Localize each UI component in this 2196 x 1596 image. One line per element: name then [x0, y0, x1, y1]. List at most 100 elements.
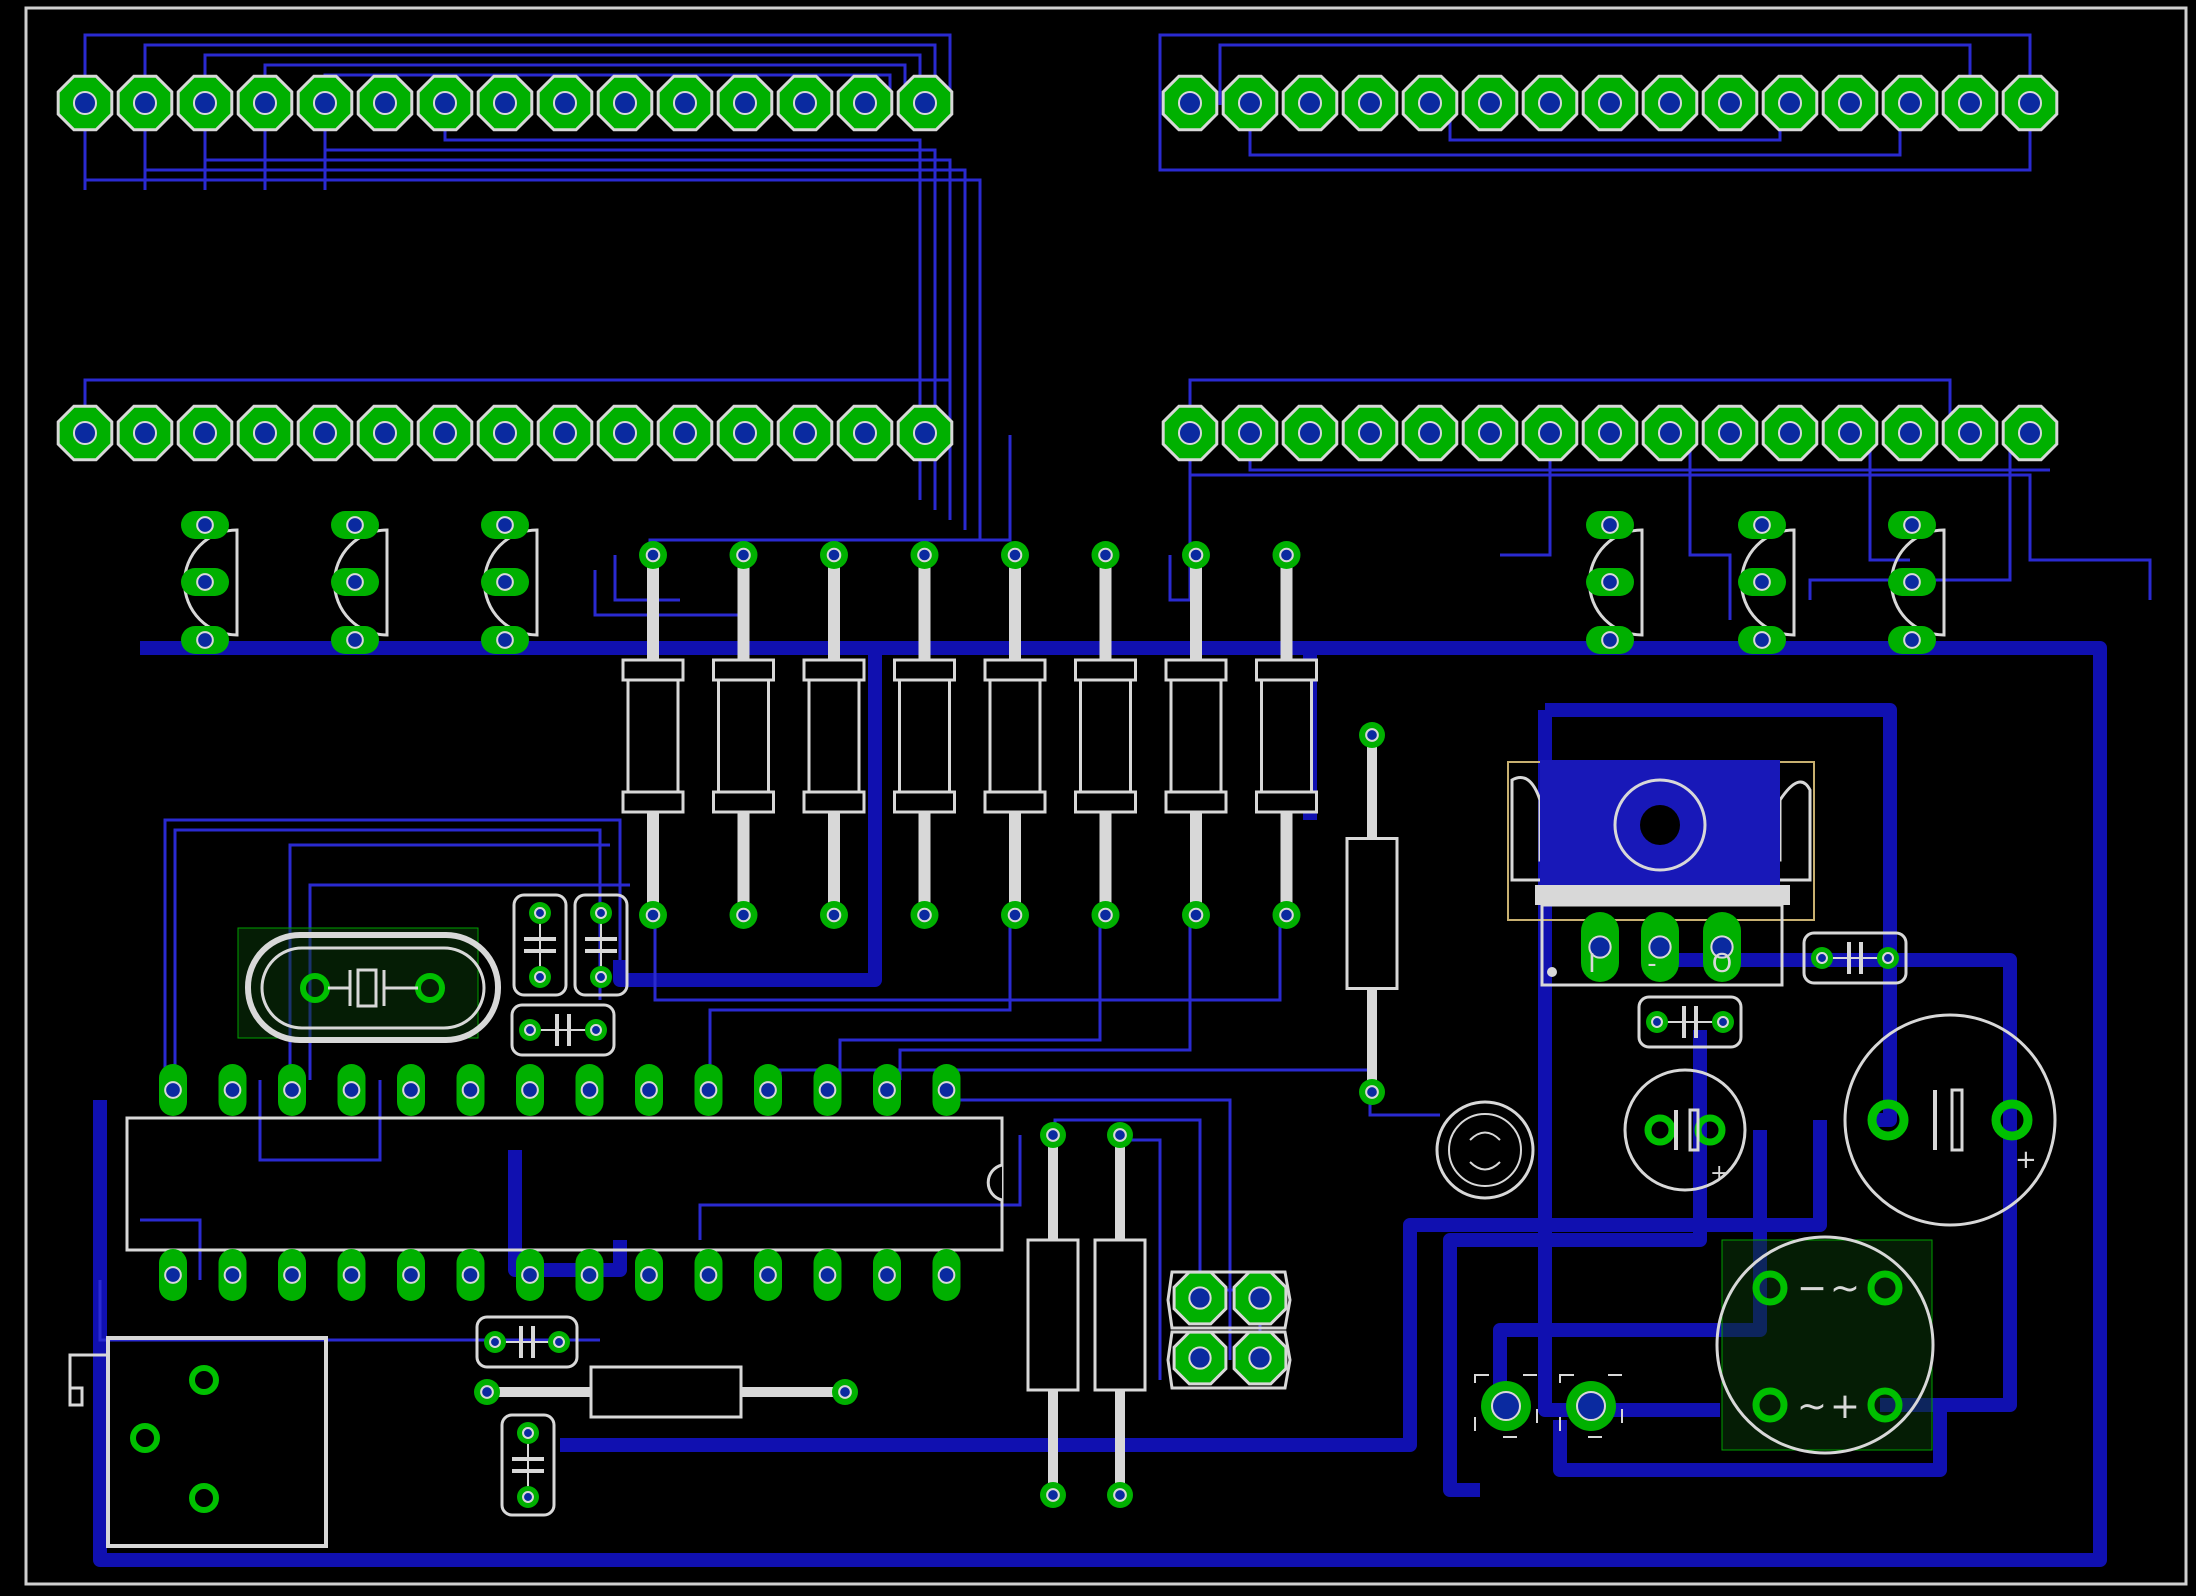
resistor-cap-bottom [1074, 790, 1137, 814]
drill-hole-icon [346, 573, 364, 591]
header-row-top-left [56, 74, 954, 132]
resistor-body-icon [893, 541, 956, 929]
drill-hole-icon [164, 1266, 182, 1284]
signal-trace [1688, 435, 1732, 620]
drill-hole-icon [818, 1081, 837, 1099]
resistor-body [1260, 660, 1313, 812]
drill-hole-icon [196, 516, 214, 534]
drill-hole-icon [534, 971, 546, 983]
signal-trace [1500, 435, 1552, 557]
drill-hole-icon [1651, 1016, 1663, 1028]
jumper-outline-top [1166, 1270, 1292, 1330]
to92-transistor-icon [181, 511, 239, 654]
power-jack-pin-side [130, 1423, 160, 1453]
drill-hole-icon [496, 573, 514, 591]
drill-hole-icon [553, 1336, 565, 1348]
to92-transistor-icon [331, 511, 389, 654]
led-lens [1448, 1113, 1522, 1187]
bridge-pin-pos [1867, 1387, 1903, 1423]
drill-hole-icon [1113, 1488, 1127, 1502]
drill-hole-icon [402, 1266, 420, 1284]
mcu-notch [986, 1163, 1003, 1202]
drill-hole-icon [595, 907, 607, 919]
drill-hole-icon [1597, 420, 1623, 446]
signal-trace [653, 915, 1282, 1002]
drill-hole-icon [1365, 1085, 1379, 1099]
resistor-body [898, 660, 951, 812]
drill-hole-icon [1537, 420, 1563, 446]
drill-hole-icon [736, 547, 751, 563]
drill-hole-icon [1113, 1128, 1127, 1142]
signal-trace [163, 818, 622, 1080]
bridge-label-ac1: ~ [1830, 1268, 1860, 1309]
drill-hole-icon [838, 1385, 852, 1399]
signal-trace [838, 915, 1102, 1080]
capacitor-symbol-icon [1637, 995, 1743, 1049]
drill-hole-icon [912, 90, 938, 116]
drill-hole-icon [917, 907, 932, 923]
resistor-body [626, 660, 680, 812]
drill-hole-icon [1188, 1346, 1212, 1370]
drill-hole-icon [612, 420, 638, 446]
drill-hole-icon [1601, 631, 1619, 649]
terminal-outline-2 [1559, 1374, 1623, 1438]
power-trace-reg-in [1538, 710, 1720, 1417]
jumper-outline-bottom [1166, 1330, 1292, 1390]
drill-hole-icon [1357, 420, 1383, 446]
drill-hole-icon [283, 1081, 301, 1099]
electrolytic-capacitors: + + [1623, 1013, 2057, 1227]
resistor-cap-bottom [1164, 790, 1228, 814]
capacitor-symbol-icon [500, 1413, 556, 1517]
drill-hole-icon [312, 420, 338, 446]
header-row-mid-right [1161, 404, 2059, 462]
drill-hole-icon [192, 420, 218, 446]
regulator-mount-ring [1613, 778, 1707, 872]
bridge-pin-ac2 [1752, 1387, 1788, 1423]
drill-hole-icon [1777, 420, 1803, 446]
signal-trace [140, 1218, 202, 1280]
resistor-body-icon [1345, 722, 1399, 1105]
drill-hole-icon [792, 420, 818, 446]
drill-hole-icon [1188, 547, 1204, 563]
screw-terminal [1474, 1374, 1623, 1438]
drill-hole-icon [283, 1266, 301, 1284]
resistor-body-icon [983, 541, 1047, 929]
microcontroller-ic [125, 1064, 1004, 1301]
drill-hole-icon [826, 547, 842, 563]
resistor-cap-bottom [712, 790, 775, 814]
drill-hole-icon [1903, 516, 1921, 534]
drill-hole-icon [1837, 420, 1863, 446]
drill-hole-icon [1588, 935, 1612, 959]
pin-header-rows [56, 74, 2059, 462]
drill-hole-icon [759, 1081, 777, 1099]
drill-hole-icon [1477, 420, 1503, 446]
power-trace-bottom [1553, 1410, 1947, 1477]
drill-hole-icon [196, 631, 214, 649]
to92-transistor-icon [1738, 511, 1796, 654]
drill-hole-icon [372, 90, 398, 116]
power-trace-loop [93, 641, 2107, 1567]
resistor-body-icon [1255, 541, 1318, 929]
drill-hole-icon [1417, 420, 1443, 446]
drill-hole-icon [492, 90, 518, 116]
power-trace-cap [1443, 1030, 1707, 1497]
drill-hole-icon [699, 1081, 718, 1099]
regulator-pins [1581, 912, 1741, 982]
drill-hole-icon [580, 1266, 599, 1284]
drill-hole-icon [878, 1266, 896, 1284]
drill-hole-icon [402, 1081, 420, 1099]
drill-hole-icon [1837, 90, 1863, 116]
resistor-body [988, 660, 1042, 812]
capacitor-outline [512, 893, 568, 997]
drill-hole-icon [878, 1081, 896, 1099]
signal-trace [1158, 33, 2032, 105]
to92-transistor-icon [1586, 511, 1644, 654]
regulator-pin-label-gnd: - [1647, 949, 1656, 979]
drill-hole-icon [640, 1266, 658, 1284]
drill-hole-icon [645, 907, 661, 923]
drill-hole-icon [312, 90, 338, 116]
electrolytic-cap-small-polarity: + [1710, 1161, 1728, 1186]
drill-hole-icon [1237, 90, 1263, 116]
resistor-cap-top [1074, 658, 1137, 682]
